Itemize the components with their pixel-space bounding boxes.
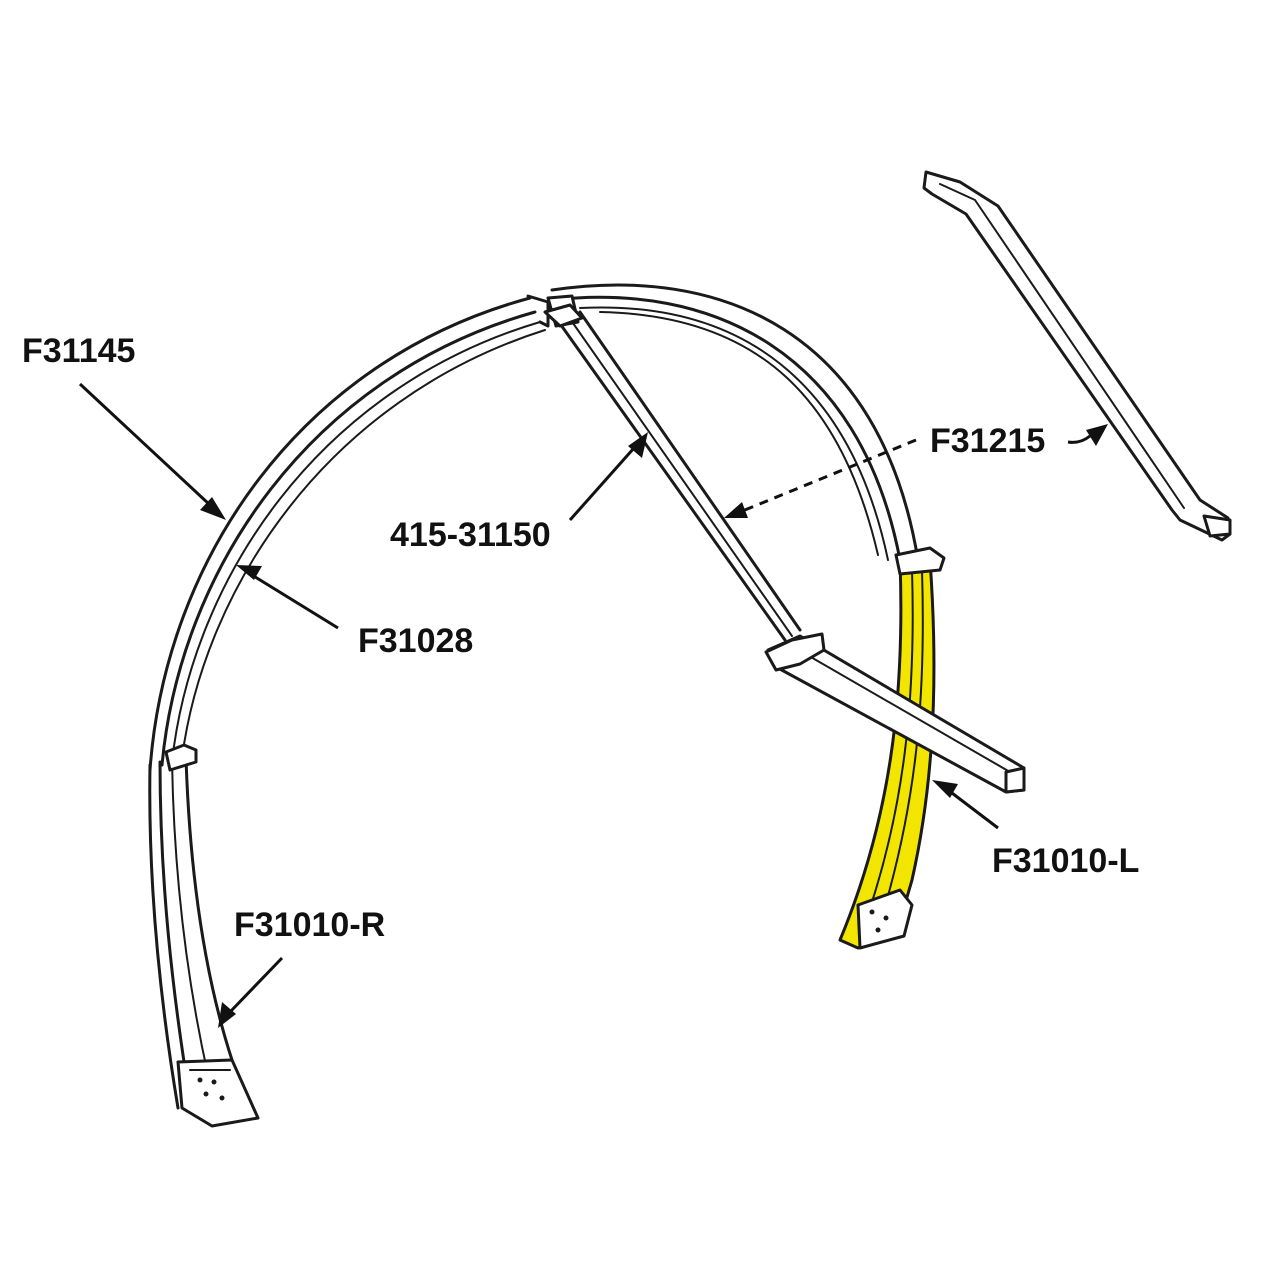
bow-415-31150 (543, 303, 802, 642)
main-hoop-bow (148, 294, 550, 772)
cross-bar (764, 632, 1026, 794)
front-bow (546, 283, 920, 562)
part-labels: F31145 F31028 415-31150 F31215 F31010-L … (22, 332, 1139, 944)
label-f31145: F31145 (22, 332, 135, 370)
label-f31010-l: F31010-L (992, 842, 1139, 880)
leader-lines (78, 382, 1108, 1028)
label-f31028: F31028 (358, 622, 473, 660)
label-f31215: F31215 (930, 422, 1045, 460)
f31010-r-leg (148, 743, 260, 1128)
label-f31010-r: F31010-R (234, 906, 385, 944)
label-415-31150: 415-31150 (390, 516, 551, 554)
bow-f31215 (922, 170, 1232, 542)
